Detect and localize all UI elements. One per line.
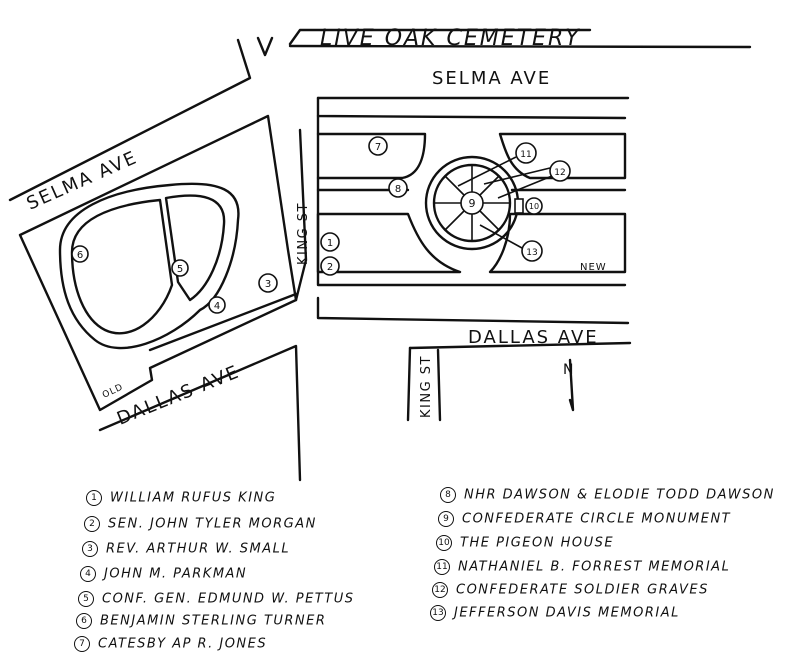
marker-9[interactable]: 9 — [460, 191, 484, 215]
svg-text:10: 10 — [529, 202, 539, 211]
svg-text:5: 5 — [177, 264, 183, 275]
legend-number: 10 — [436, 535, 452, 551]
map-title: LIVE OAK CEMETERY — [320, 26, 581, 51]
marker-6[interactable]: 6 — [71, 245, 89, 263]
street-king-st-bottom: KING ST — [419, 355, 434, 418]
svg-text:12: 12 — [554, 168, 565, 178]
legend-text: John M. Parkman — [104, 566, 248, 582]
legend-item-7: 7 Catesby ap R. Jones — [74, 636, 267, 652]
legend-item-5: 5 Conf. Gen. Edmund W. Pettus — [78, 591, 354, 607]
legend-item-10: 10 The Pigeon House — [436, 535, 614, 551]
legend-item-4: 4 John M. Parkman — [80, 566, 247, 582]
legend-text: Rev. Arthur W. Small — [106, 541, 291, 557]
legend-item-11: 11 Nathaniel B. Forrest Memorial — [434, 559, 730, 575]
svg-text:2: 2 — [327, 262, 333, 273]
legend-number: 4 — [80, 566, 96, 582]
old-path-outer-loop — [58, 182, 240, 350]
dallas-ave-left-edge — [98, 344, 302, 482]
legend-text: NHR Dawson & Elodie Todd Dawson — [464, 487, 775, 503]
old-path-bottom-lane — [148, 292, 298, 352]
legend-text: The Pigeon House — [460, 535, 615, 551]
old-section-boundary — [18, 114, 298, 412]
legend-text: Jefferson Davis Memorial — [454, 605, 680, 621]
svg-text:3: 3 — [265, 279, 271, 290]
new-block-northwest — [316, 132, 427, 180]
legend-item-13: 13 Jefferson Davis Memorial — [430, 605, 680, 621]
marker-2[interactable]: 2 — [320, 256, 340, 276]
new-block-southwest — [316, 212, 462, 274]
pigeon-house-shape — [514, 198, 524, 214]
title-underline — [288, 44, 752, 49]
new-block-northeast — [498, 132, 627, 180]
legend-item-9: 9 Confederate Circle Monument — [438, 511, 731, 527]
marker-5[interactable]: 5 — [171, 259, 189, 277]
title-v-mark — [256, 36, 274, 57]
marker-8[interactable]: 8 — [388, 178, 408, 198]
marker-4[interactable]: 4 — [208, 296, 226, 314]
selma-ave-top-south-edge — [316, 96, 627, 120]
legend-number: 7 — [74, 636, 90, 652]
marker-11[interactable]: 11 — [515, 142, 537, 164]
marker-1[interactable]: 1 — [320, 232, 340, 252]
svg-text:1: 1 — [327, 238, 333, 249]
legend-number: 6 — [76, 613, 92, 629]
north-arrow — [568, 358, 575, 412]
king-st-top-west-edge — [294, 128, 308, 302]
king-st-bottom-edges — [406, 346, 442, 422]
legend-text: Confederate Soldier Graves — [456, 582, 709, 598]
street-dallas-ave-left: DALLAS AVE — [114, 361, 243, 429]
old-path-inner-loop-a — [70, 198, 174, 335]
svg-text:4: 4 — [214, 301, 220, 312]
legend-number: 2 — [84, 516, 100, 532]
marker-12[interactable]: 12 — [549, 160, 571, 182]
street-dallas-ave-right: DALLAS AVE — [468, 327, 599, 348]
dallas-ave-right-south-edge — [408, 341, 632, 350]
section-label-new: NEW — [580, 262, 607, 273]
marker-3[interactable]: 3 — [258, 273, 278, 293]
legend-number: 5 — [78, 591, 94, 607]
dallas-ave-right-north-edge — [316, 296, 630, 325]
legend-text: Benjamin Sterling Turner — [100, 613, 327, 629]
marker-7[interactable]: 7 — [368, 136, 388, 156]
legend-text: Nathaniel B. Forrest Memorial — [458, 559, 731, 575]
old-path-inner-loop-b — [164, 194, 226, 302]
legend-item-1: 1 William Rufus King — [86, 490, 276, 506]
svg-text:13: 13 — [526, 248, 537, 258]
legend-item-2: 2 Sen. John Tyler Morgan — [84, 516, 317, 532]
marker-10[interactable]: 10 — [525, 197, 543, 215]
legend-number: 1 — [86, 490, 102, 506]
svg-text:8: 8 — [395, 184, 401, 195]
legend-item-3: 3 Rev. Arthur W. Small — [82, 541, 290, 557]
legend-number: 3 — [82, 541, 98, 557]
legend-number: 8 — [440, 487, 456, 503]
legend-number: 11 — [434, 559, 450, 575]
king-st-top-east-edge — [316, 114, 627, 287]
leader-lines — [457, 156, 553, 249]
legend-number: 12 — [432, 582, 448, 598]
north-arrow-label: N — [563, 362, 573, 378]
selma-ave-left-edge — [8, 38, 252, 202]
marker-13[interactable]: 13 — [521, 240, 543, 262]
legend-text: Sen. John Tyler Morgan — [108, 516, 317, 532]
legend-number: 9 — [438, 511, 454, 527]
title-overline — [288, 28, 592, 46]
svg-text:9: 9 — [469, 197, 476, 210]
legend-text: Catesby ap R. Jones — [98, 636, 268, 652]
legend-text: William Rufus King — [110, 490, 277, 506]
legend-item-12: 12 Confederate Soldier Graves — [432, 582, 709, 598]
new-block-southeast — [488, 212, 627, 274]
legend-item-6: 6 Benjamin Sterling Turner — [76, 613, 326, 629]
legend-item-8: 8 NHR Dawson & Elodie Todd Dawson — [440, 487, 775, 503]
legend-number: 13 — [430, 605, 446, 621]
svg-text:6: 6 — [77, 250, 83, 261]
street-king-st-top: KING ST — [296, 202, 311, 265]
legend-text: Confederate Circle Monument — [462, 511, 732, 527]
street-selma-ave-top: SELMA AVE — [432, 68, 551, 89]
legend-text: Conf. Gen. Edmund W. Pettus — [102, 591, 355, 607]
svg-text:7: 7 — [375, 142, 381, 153]
svg-text:11: 11 — [520, 150, 531, 160]
